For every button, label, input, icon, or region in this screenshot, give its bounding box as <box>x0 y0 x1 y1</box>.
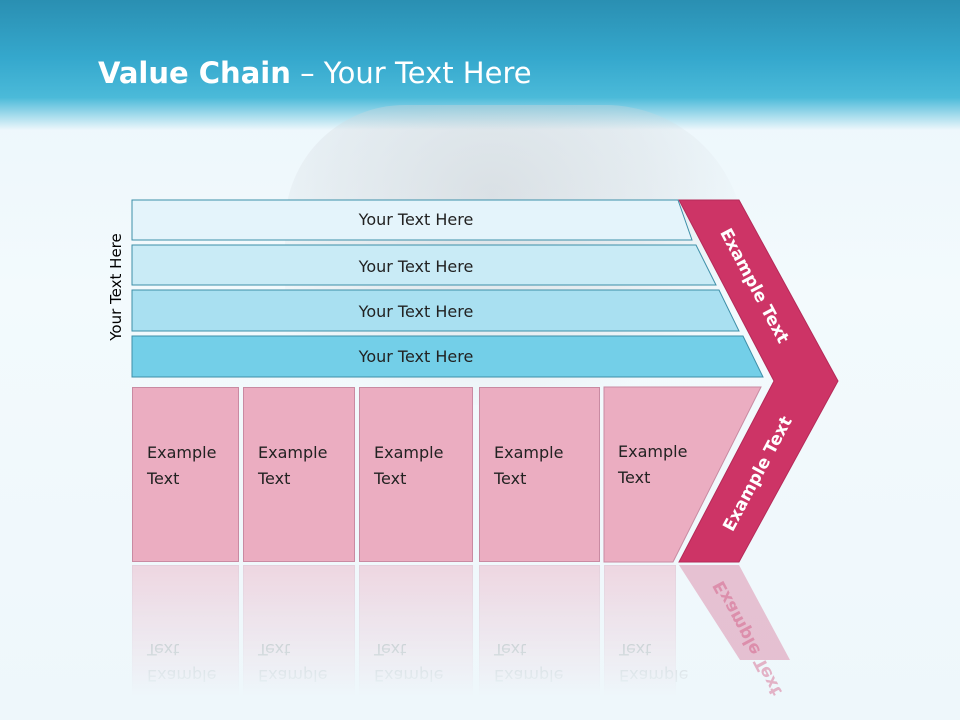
support-band-2-label: Your Text Here <box>358 257 474 276</box>
activity-box-2: Example Text <box>243 387 355 562</box>
support-band-4 <box>131 335 764 378</box>
reflection-box-3: Example Text <box>359 565 473 720</box>
slide-title: Value Chain – Your Text Here <box>98 56 532 90</box>
support-band-2 <box>131 244 717 286</box>
title-rest: – Your Text Here <box>290 56 532 90</box>
reflection-label-3: Example Text <box>374 640 444 685</box>
activity-label-2: Example Text <box>258 443 328 488</box>
activity-box-5-shape <box>603 386 762 563</box>
margin-chevron <box>678 199 839 563</box>
support-band-1 <box>131 199 693 241</box>
support-band-3 <box>131 289 740 332</box>
activity-label-3: Example Text <box>374 443 444 488</box>
activity-label-4: Example Text <box>494 443 564 488</box>
reflection: Example Text Example Text Example Text E… <box>0 565 960 720</box>
reflection-box-5: Example Text <box>604 565 688 720</box>
activity-box-1: Example Text <box>132 387 239 562</box>
activity-label-1: Example Text <box>147 443 217 488</box>
title-bold: Value Chain <box>98 56 291 90</box>
reflection-label-4: Example Text <box>494 640 564 685</box>
reflection-label-2: Example Text <box>258 640 328 685</box>
activity-label-5: Example Text <box>618 442 688 487</box>
support-band-1-label: Your Text Here <box>358 210 474 229</box>
reflection-box-4: Example Text <box>479 565 600 720</box>
support-band-3-label: Your Text Here <box>358 302 474 321</box>
activity-box-4: Example Text <box>479 387 600 562</box>
support-band-4-label: Your Text Here <box>358 347 474 366</box>
reflection-box-2: Example Text <box>243 565 355 720</box>
activity-box-3: Example Text <box>359 387 473 562</box>
reflection-label-1: Example Text <box>147 640 217 685</box>
reflection-label-5: Example Text <box>619 640 689 685</box>
reflection-box-1: Example Text <box>132 565 239 720</box>
margin-chevron-reflection <box>679 565 790 660</box>
